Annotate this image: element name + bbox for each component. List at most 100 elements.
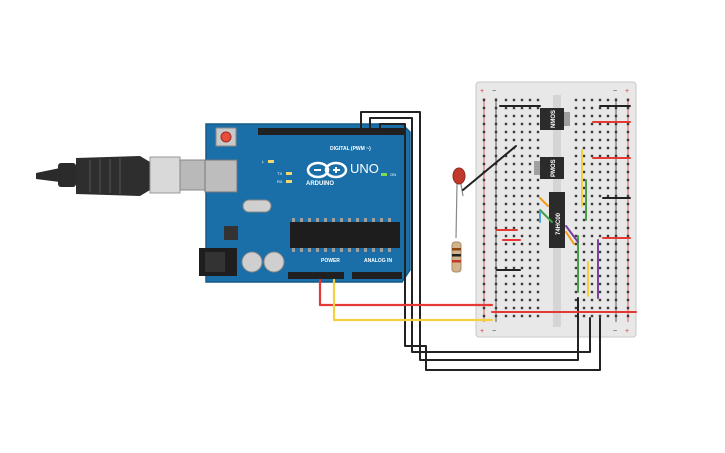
arduino-board[interactable]: ARDUINO UNO DIGITAL (PWM ~) POWER ANALOG… <box>199 123 411 283</box>
breadboard-hole[interactable] <box>590 186 594 190</box>
breadboard-hole[interactable] <box>494 170 498 174</box>
breadboard-hole[interactable] <box>626 218 630 222</box>
breadboard-hole[interactable] <box>482 146 486 150</box>
breadboard-hole[interactable] <box>590 274 594 278</box>
breadboard-hole[interactable] <box>598 186 602 190</box>
breadboard-hole[interactable] <box>590 290 594 294</box>
breadboard-hole[interactable] <box>590 210 594 214</box>
breadboard-hole[interactable] <box>520 202 524 206</box>
breadboard-hole[interactable] <box>528 162 532 166</box>
breadboard-hole[interactable] <box>512 306 516 310</box>
breadboard-hole[interactable] <box>614 170 618 174</box>
breadboard-hole[interactable] <box>528 154 532 158</box>
breadboard-hole[interactable] <box>520 162 524 166</box>
breadboard-hole[interactable] <box>536 98 540 102</box>
breadboard-hole[interactable] <box>582 106 586 110</box>
breadboard-hole[interactable] <box>582 274 586 278</box>
breadboard-hole[interactable] <box>614 282 618 286</box>
breadboard-hole[interactable] <box>582 306 586 310</box>
breadboard-hole[interactable] <box>614 234 618 238</box>
breadboard-hole[interactable] <box>590 202 594 206</box>
breadboard-hole[interactable] <box>574 194 578 198</box>
breadboard-hole[interactable] <box>606 210 610 214</box>
breadboard-hole[interactable] <box>590 298 594 302</box>
breadboard-hole[interactable] <box>504 306 508 310</box>
breadboard-hole[interactable] <box>504 250 508 254</box>
breadboard-hole[interactable] <box>528 306 532 310</box>
breadboard-hole[interactable] <box>582 242 586 246</box>
breadboard-hole[interactable] <box>606 114 610 118</box>
breadboard-hole[interactable] <box>590 282 594 286</box>
breadboard-hole[interactable] <box>626 250 630 254</box>
breadboard-hole[interactable] <box>590 122 594 126</box>
breadboard-hole[interactable] <box>482 98 486 102</box>
breadboard-hole[interactable] <box>574 250 578 254</box>
breadboard-hole[interactable] <box>574 162 578 166</box>
breadboard-hole[interactable] <box>606 218 610 222</box>
wire-yellow[interactable] <box>332 278 494 322</box>
breadboard-hole[interactable] <box>590 178 594 182</box>
breadboard-hole[interactable] <box>614 202 618 206</box>
breadboard-hole[interactable] <box>614 186 618 190</box>
breadboard-hole[interactable] <box>536 306 540 310</box>
breadboard-hole[interactable] <box>494 122 498 126</box>
breadboard-hole[interactable] <box>504 298 508 302</box>
breadboard-hole[interactable] <box>528 122 532 126</box>
breadboard-hole[interactable] <box>606 194 610 198</box>
breadboard-hole[interactable] <box>626 98 630 102</box>
breadboard-hole[interactable] <box>598 226 602 230</box>
breadboard-hole[interactable] <box>482 218 486 222</box>
breadboard-hole[interactable] <box>606 170 610 174</box>
breadboard-hole[interactable] <box>614 210 618 214</box>
breadboard-hole[interactable] <box>598 146 602 150</box>
breadboard-hole[interactable] <box>536 210 540 214</box>
breadboard-hole[interactable] <box>520 170 524 174</box>
breadboard-hole[interactable] <box>536 138 540 142</box>
breadboard-hole[interactable] <box>482 282 486 286</box>
breadboard-hole[interactable] <box>614 138 618 142</box>
breadboard-hole[interactable] <box>626 154 630 158</box>
breadboard-hole[interactable] <box>536 186 540 190</box>
breadboard-hole[interactable] <box>582 298 586 302</box>
breadboard-hole[interactable] <box>590 154 594 158</box>
breadboard-hole[interactable] <box>504 258 508 262</box>
breadboard-hole[interactable] <box>504 186 508 190</box>
breadboard-hole[interactable] <box>606 250 610 254</box>
breadboard-hole[interactable] <box>528 234 532 238</box>
breadboard-hole[interactable] <box>590 162 594 166</box>
breadboard-hole[interactable] <box>606 266 610 270</box>
breadboard-hole[interactable] <box>574 290 578 294</box>
breadboard-hole[interactable] <box>528 266 532 270</box>
breadboard-hole[interactable] <box>520 210 524 214</box>
breadboard-hole[interactable] <box>574 178 578 182</box>
breadboard-hole[interactable] <box>512 202 516 206</box>
breadboard-hole[interactable] <box>520 130 524 134</box>
breadboard-hole[interactable] <box>482 234 486 238</box>
breadboard-hole[interactable] <box>598 194 602 198</box>
breadboard-hole[interactable] <box>528 114 532 118</box>
breadboard-hole[interactable] <box>494 226 498 230</box>
breadboard-hole[interactable] <box>504 218 508 222</box>
breadboard-hole[interactable] <box>512 298 516 302</box>
breadboard-hole[interactable] <box>528 290 532 294</box>
breadboard-hole[interactable] <box>590 138 594 142</box>
breadboard-hole[interactable] <box>598 98 602 102</box>
breadboard-hole[interactable] <box>536 114 540 118</box>
breadboard-hole[interactable] <box>504 106 508 110</box>
nmos-transistor[interactable]: NMOS <box>540 108 570 130</box>
breadboard-hole[interactable] <box>520 194 524 198</box>
breadboard-hole[interactable] <box>512 170 516 174</box>
breadboard-hole[interactable] <box>536 274 540 278</box>
breadboard-hole[interactable] <box>590 170 594 174</box>
breadboard-hole[interactable] <box>512 282 516 286</box>
breadboard-hole[interactable] <box>482 306 486 310</box>
breadboard-hole[interactable] <box>590 106 594 110</box>
breadboard-hole[interactable] <box>536 258 540 262</box>
breadboard-hole[interactable] <box>512 154 516 158</box>
breadboard-hole[interactable] <box>582 162 586 166</box>
breadboard-hole[interactable] <box>520 98 524 102</box>
breadboard-hole[interactable] <box>626 122 630 126</box>
breadboard-hole[interactable] <box>590 130 594 134</box>
breadboard-hole[interactable] <box>582 122 586 126</box>
wire-black[interactable] <box>369 117 591 353</box>
